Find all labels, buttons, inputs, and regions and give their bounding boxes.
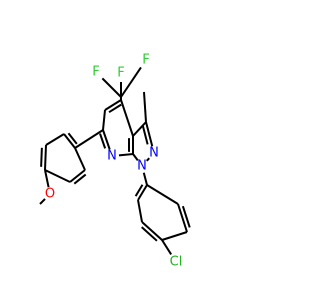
double-bond: [137, 184, 148, 201]
double-bond-inner-line: [108, 103, 122, 114]
double-bond-inner-line: [181, 205, 191, 228]
single-bond: [101, 77, 122, 98]
single-bond: [142, 172, 148, 186]
single-bond: [44, 169, 71, 183]
single-bond: [120, 99, 134, 137]
single-bond: [161, 239, 173, 255]
double-bond-inner-line: [141, 226, 158, 242]
double-bond: [69, 169, 86, 183]
double-bond-inner-line: [67, 132, 78, 145]
double-bond: [63, 133, 76, 149]
single-bond: [45, 133, 65, 146]
single-bond: [74, 147, 86, 171]
atom-label-n: N: [137, 159, 147, 174]
single-bond: [39, 198, 46, 205]
double-bond-inner-line: [99, 133, 107, 149]
single-bond: [146, 157, 150, 162]
atom-label-cl: Cl: [170, 255, 183, 270]
bond-layer: [39, 66, 191, 255]
single-bond: [137, 199, 143, 223]
double-bond-inner-line: [141, 125, 149, 145]
atom-label-o: O: [45, 187, 55, 202]
atom-label-n: N: [149, 146, 159, 161]
single-bond: [132, 153, 139, 161]
double-bond: [104, 99, 122, 111]
double-bond: [141, 221, 163, 241]
single-bond: [161, 231, 188, 241]
single-bond: [132, 121, 147, 137]
single-bond: [44, 169, 50, 188]
atom-label-f: F: [142, 53, 149, 68]
atom-label-f: F: [117, 66, 124, 81]
double-bond: [44, 144, 47, 171]
double-bond-inner-line: [40, 147, 43, 167]
atom-label-f: F: [92, 65, 99, 80]
double-bond: [145, 121, 154, 147]
single-bond: [118, 153, 134, 157]
single-bond: [102, 109, 106, 131]
atom-label-n: N: [107, 149, 117, 164]
single-bond: [120, 66, 142, 98]
single-bond: [74, 129, 104, 149]
single-bond: [146, 184, 179, 205]
double-bond: [177, 203, 188, 233]
single-bond: [143, 91, 147, 123]
double-bond: [102, 129, 111, 150]
double-bond-inner-line: [73, 173, 87, 185]
double-bond-inner-line: [134, 184, 144, 197]
